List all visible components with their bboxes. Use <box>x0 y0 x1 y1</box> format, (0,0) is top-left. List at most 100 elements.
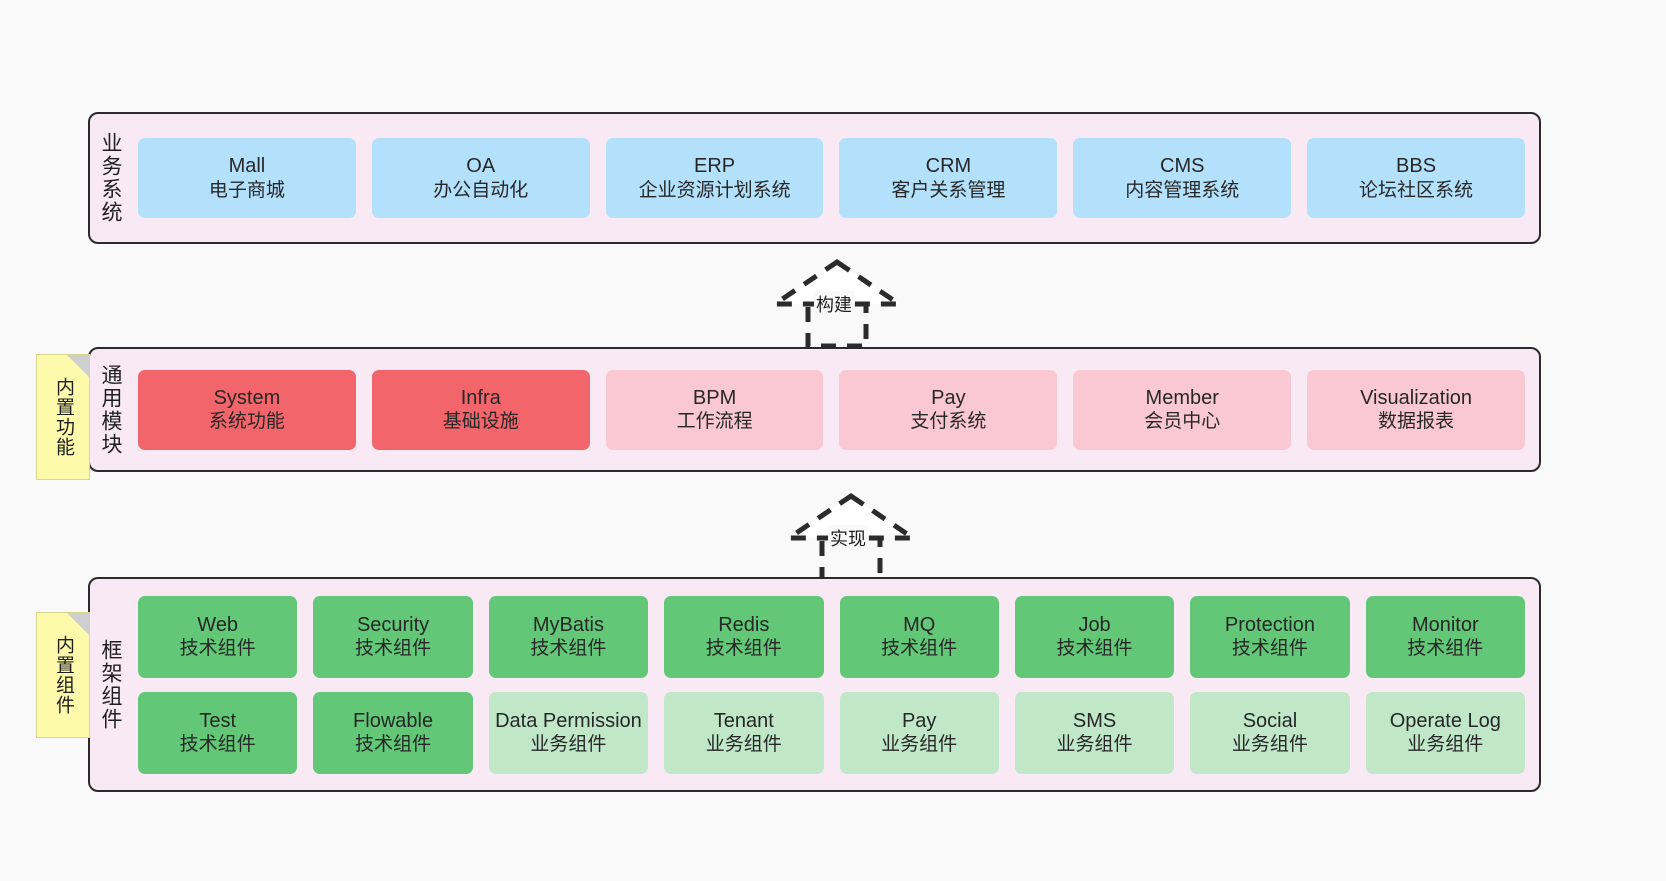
card-subtitle: 客户关系管理 <box>891 179 1006 201</box>
card-title: Member <box>1145 386 1219 409</box>
card-subtitle: 技术组件 <box>530 638 607 660</box>
card-title: Data Permission <box>495 709 642 732</box>
card-subtitle: 业务组件 <box>1056 734 1133 756</box>
card-protection[interactable]: Protection 技术组件 <box>1190 595 1350 678</box>
card-title: Operate Log <box>1389 709 1501 732</box>
card-web[interactable]: Web 技术组件 <box>138 595 298 678</box>
card-subtitle: 会员中心 <box>1144 411 1221 433</box>
card-monitor[interactable]: Monitor 技术组件 <box>1365 595 1525 678</box>
card-pay-module[interactable]: Pay 支付系统 <box>839 369 1058 450</box>
card-title: Job <box>1078 613 1111 636</box>
card-mall[interactable]: Mall 电子商城 <box>138 138 356 218</box>
card-title: Flowable <box>353 709 434 732</box>
note-builtin-component: 内置组件 <box>36 612 90 738</box>
card-subtitle: 系统功能 <box>208 411 285 433</box>
card-data-permission[interactable]: Data Permission 业务组件 <box>488 691 649 774</box>
card-mybatis[interactable]: MyBatis 技术组件 <box>488 595 649 678</box>
card-subtitle: 技术组件 <box>179 638 256 660</box>
card-title: System <box>213 386 281 409</box>
layer-title-framework-component: 框架组件 <box>99 638 123 731</box>
card-subtitle: 技术组件 <box>1056 638 1133 660</box>
card-title: MyBatis <box>532 613 604 636</box>
card-system[interactable]: System 系统功能 <box>138 369 356 450</box>
card-crm[interactable]: CRM 客户关系管理 <box>839 138 1058 218</box>
card-social[interactable]: Social 业务组件 <box>1190 691 1350 774</box>
layer-title-business-system: 业务系统 <box>99 132 123 224</box>
arrow-implement: 实现 <box>766 492 936 583</box>
card-subtitle: 内容管理系统 <box>1125 179 1240 201</box>
card-pay-component[interactable]: Pay 业务组件 <box>839 691 999 774</box>
card-subtitle: 业务组件 <box>705 734 782 756</box>
card-tenant[interactable]: Tenant 业务组件 <box>664 691 824 774</box>
card-subtitle: 业务组件 <box>1231 734 1308 756</box>
card-subtitle: 企业资源计划系统 <box>638 179 791 201</box>
card-erp[interactable]: ERP 企业资源计划系统 <box>605 138 824 218</box>
note-label: 内置功能 <box>52 377 74 457</box>
card-title: Visualization <box>1360 386 1473 409</box>
card-subtitle: 论坛社区系统 <box>1359 179 1474 201</box>
card-title: Monitor <box>1411 613 1479 636</box>
card-infra[interactable]: Infra 基础设施 <box>371 369 590 450</box>
arrow-build-label: 构建 <box>814 291 854 317</box>
card-title: BPM <box>692 386 737 409</box>
card-cms[interactable]: CMS 内容管理系统 <box>1073 138 1292 218</box>
card-operate-log[interactable]: Operate Log 业务组件 <box>1365 691 1525 774</box>
card-title: Web <box>197 613 239 636</box>
card-bbs[interactable]: BBS 论坛社区系统 <box>1307 138 1525 218</box>
card-title: ERP <box>694 155 736 178</box>
card-subtitle: 技术组件 <box>1231 638 1308 660</box>
card-title: Social <box>1242 709 1298 732</box>
arrow-implement-label: 实现 <box>828 525 868 551</box>
card-subtitle: 技术组件 <box>179 734 256 756</box>
card-title: BBS <box>1396 155 1437 178</box>
card-subtitle: 电子商城 <box>208 179 285 201</box>
card-visualization[interactable]: Visualization 数据报表 <box>1307 369 1525 450</box>
note-label: 内置组件 <box>52 635 74 715</box>
card-subtitle: 数据报表 <box>1378 411 1455 433</box>
layer-title-common-module: 通用模块 <box>99 363 123 456</box>
card-oa[interactable]: OA 办公自动化 <box>371 138 590 218</box>
card-subtitle: 技术组件 <box>355 734 432 756</box>
card-sms[interactable]: SMS 业务组件 <box>1014 691 1175 774</box>
card-title: Tenant <box>713 709 774 732</box>
card-title: Pay <box>901 709 937 732</box>
note-builtin-function: 内置功能 <box>36 354 90 480</box>
card-subtitle: 技术组件 <box>881 638 958 660</box>
card-title: MQ <box>903 613 936 636</box>
card-bpm[interactable]: BPM 工作流程 <box>605 369 824 450</box>
card-subtitle: 支付系统 <box>910 411 987 433</box>
card-flowable[interactable]: Flowable 技术组件 <box>313 691 473 774</box>
card-subtitle: 业务组件 <box>881 734 958 756</box>
card-subtitle: 工作流程 <box>676 411 753 433</box>
layer-common-module: 通用模块 System 系统功能 Infra 基础设施 BPM 工作流程 Pay… <box>88 347 1541 472</box>
framework-component-grid: Web 技术组件 Security 技术组件 MyBatis 技术组件 Redi… <box>138 595 1525 774</box>
layer-body-common-module: System 系统功能 Infra 基础设施 BPM 工作流程 Pay 支付系统… <box>130 349 1539 470</box>
card-title: OA <box>466 155 496 178</box>
card-subtitle: 技术组件 <box>705 638 782 660</box>
layer-body-business-system: Mall 电子商城 OA 办公自动化 ERP 企业资源计划系统 CRM 客户关系… <box>130 114 1539 242</box>
card-title: Protection <box>1224 613 1315 636</box>
card-title: CRM <box>925 155 972 178</box>
card-title: Pay <box>931 386 966 409</box>
card-redis[interactable]: Redis 技术组件 <box>664 595 824 678</box>
arrow-build: 构建 <box>752 258 922 349</box>
card-title: Redis <box>718 613 770 636</box>
layer-framework-component: 框架组件 Web 技术组件 Security 技术组件 MyBatis 技术组件… <box>88 577 1541 792</box>
card-subtitle: 技术组件 <box>1407 638 1484 660</box>
card-subtitle: 基础设施 <box>442 411 519 433</box>
card-title: Test <box>199 709 237 732</box>
layer-business-system: 业务系统 Mall 电子商城 OA 办公自动化 ERP 企业资源计划系统 CRM… <box>88 112 1541 244</box>
card-job[interactable]: Job 技术组件 <box>1014 595 1175 678</box>
card-member[interactable]: Member 会员中心 <box>1073 369 1292 450</box>
card-mq[interactable]: MQ 技术组件 <box>839 595 999 678</box>
card-title: Security <box>356 613 430 636</box>
card-subtitle: 业务组件 <box>1407 734 1484 756</box>
card-subtitle: 业务组件 <box>530 734 607 756</box>
card-title: Infra <box>460 386 501 409</box>
card-test[interactable]: Test 技术组件 <box>138 691 298 774</box>
card-subtitle: 办公自动化 <box>433 179 529 201</box>
card-security[interactable]: Security 技术组件 <box>313 595 473 678</box>
card-subtitle: 技术组件 <box>355 638 432 660</box>
card-title: CMS <box>1160 155 1205 178</box>
